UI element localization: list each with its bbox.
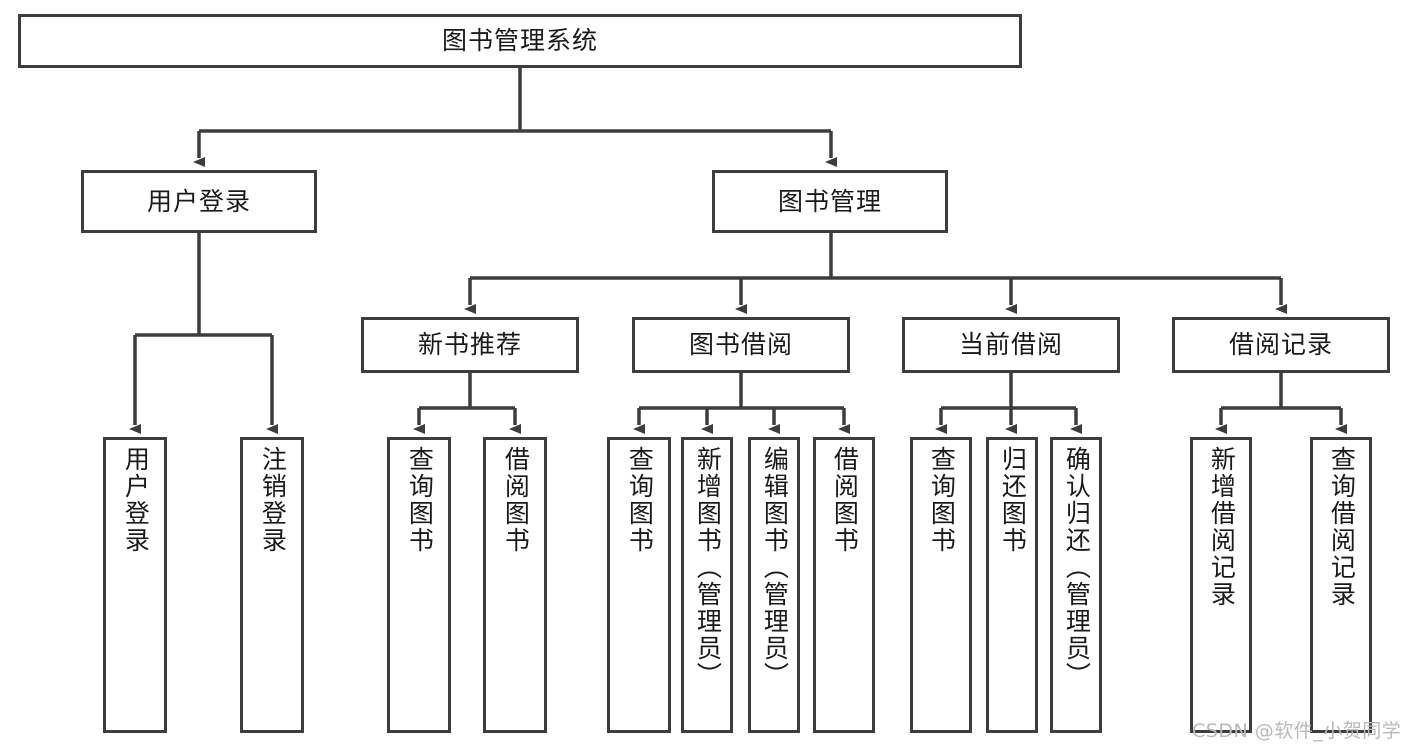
node-book-borrow-label: 图书借阅: [688, 330, 793, 360]
leaf-user-login-label: 用户登录: [121, 446, 151, 554]
leaf-query-borrow-record[interactable]: 查询借阅记录: [1310, 437, 1372, 733]
leaf-borrow-book-label: 借阅图书: [830, 446, 860, 554]
node-new-book-recommend-label: 新书推荐: [417, 330, 522, 360]
leaf-add-borrow-record-label: 新增借阅记录: [1207, 446, 1237, 608]
leaf-return-book-label: 归还图书: [998, 446, 1028, 554]
node-current-borrow[interactable]: 当前借阅: [902, 317, 1120, 373]
leaf-borrow-book-recommend-label: 借阅图书: [501, 446, 531, 554]
leaf-user-login[interactable]: 用户登录: [103, 437, 167, 733]
leaf-query-book-borrow-label: 查询图书: [625, 446, 655, 554]
node-user-login[interactable]: 用户登录: [81, 170, 317, 233]
leaf-edit-book-admin-label: 编辑图书（管理员）: [760, 446, 790, 689]
leaf-query-book-borrow[interactable]: 查询图书: [607, 437, 671, 733]
node-borrow-record-label: 借阅记录: [1228, 330, 1333, 360]
node-book-management-label: 图书管理: [777, 186, 882, 216]
leaf-confirm-return-admin-label: 确认归还（管理员）: [1062, 446, 1092, 689]
node-current-borrow-label: 当前借阅: [958, 330, 1063, 360]
csdn-watermark: CSDN @软件_小贺同学: [1192, 720, 1402, 742]
leaf-borrow-book[interactable]: 借阅图书: [813, 437, 875, 733]
node-root[interactable]: 图书管理系统: [18, 14, 1022, 68]
leaf-add-borrow-record[interactable]: 新增借阅记录: [1190, 437, 1252, 733]
leaf-borrow-book-recommend[interactable]: 借阅图书: [483, 437, 547, 733]
leaf-add-book-admin-label: 新增图书（管理员）: [693, 446, 723, 689]
node-book-borrow[interactable]: 图书借阅: [632, 317, 850, 373]
leaf-logout[interactable]: 注销登录: [240, 437, 304, 733]
leaf-edit-book-admin[interactable]: 编辑图书（管理员）: [748, 437, 800, 733]
node-user-login-label: 用户登录: [146, 186, 251, 216]
node-borrow-record[interactable]: 借阅记录: [1172, 317, 1390, 373]
leaf-return-book[interactable]: 归还图书: [986, 437, 1038, 733]
leaf-add-book-admin[interactable]: 新增图书（管理员）: [681, 437, 733, 733]
leaf-confirm-return-admin[interactable]: 确认归还（管理员）: [1050, 437, 1102, 733]
leaf-query-book-recommend-label: 查询图书: [405, 446, 435, 554]
node-book-management[interactable]: 图书管理: [712, 170, 948, 233]
leaf-query-book-current[interactable]: 查询图书: [910, 437, 972, 733]
leaf-query-borrow-record-label: 查询借阅记录: [1327, 446, 1357, 608]
node-root-label: 图书管理系统: [441, 26, 598, 56]
leaf-query-book-current-label: 查询图书: [927, 446, 957, 554]
leaf-query-book-recommend[interactable]: 查询图书: [387, 437, 451, 733]
leaf-logout-label: 注销登录: [258, 446, 288, 554]
node-new-book-recommend[interactable]: 新书推荐: [361, 317, 579, 373]
